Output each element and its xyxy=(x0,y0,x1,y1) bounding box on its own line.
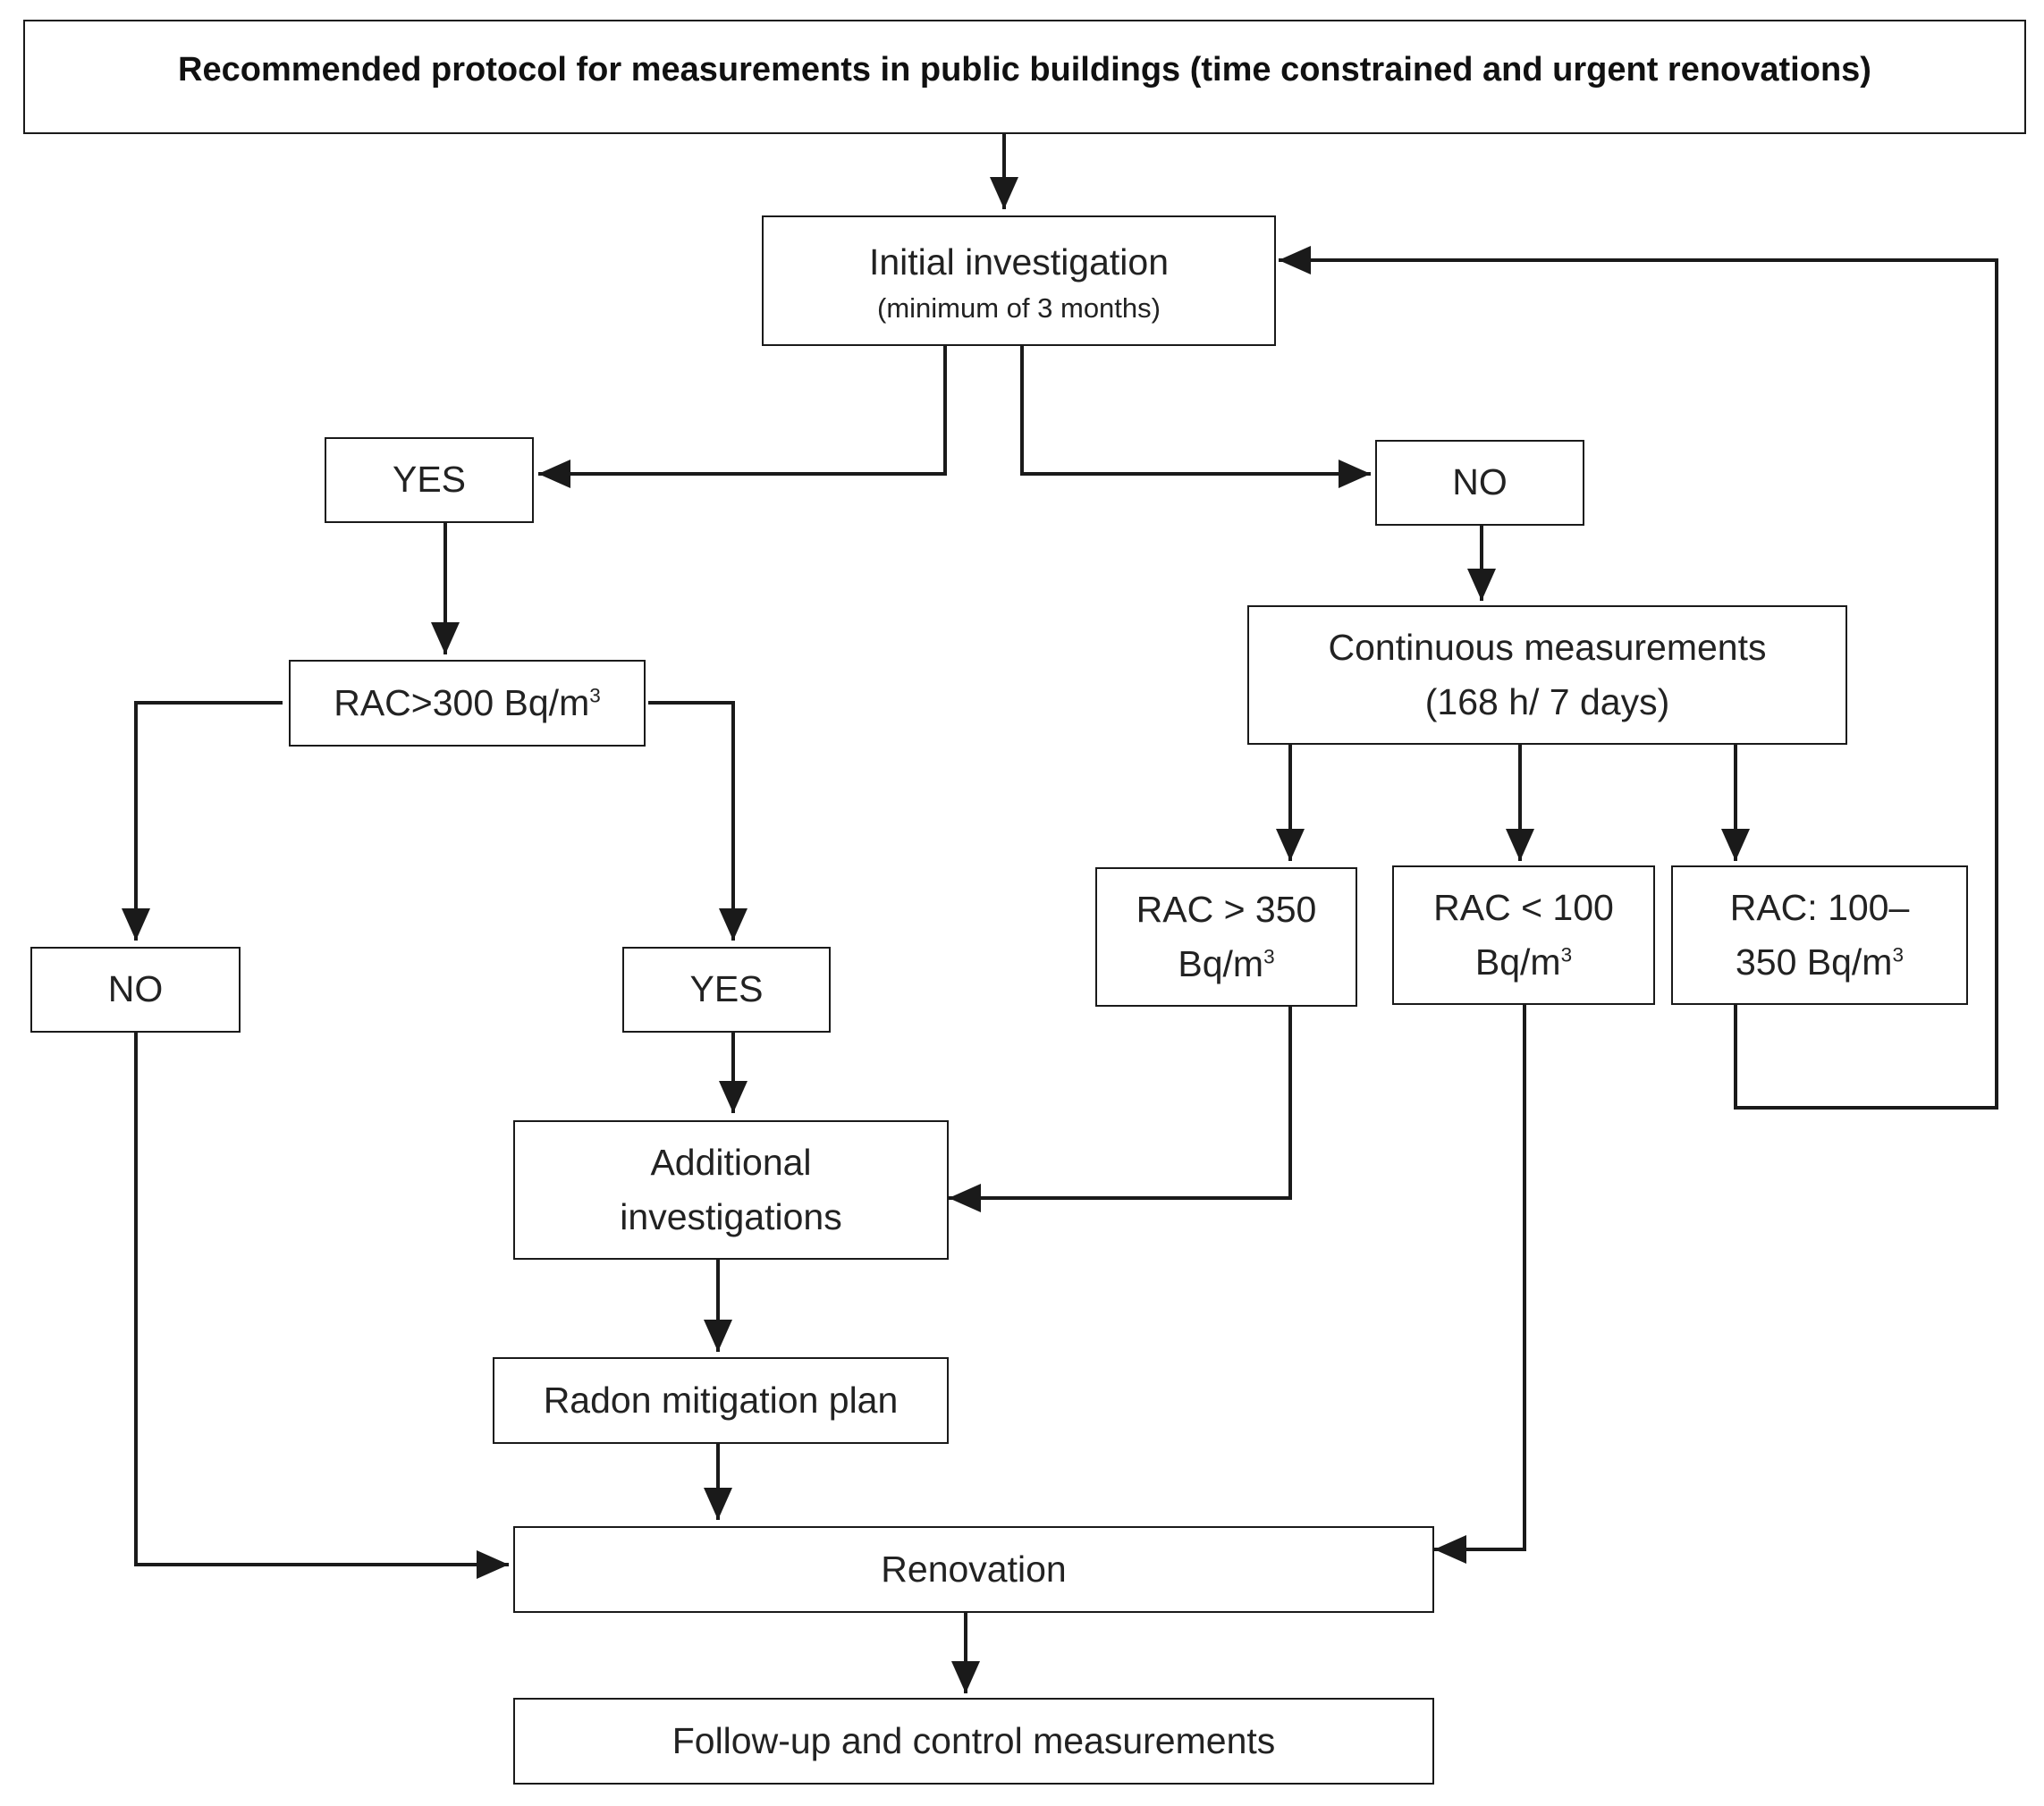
no-left-box: NO xyxy=(30,947,241,1033)
radon-mitigation-plan-box: Radon mitigation plan xyxy=(493,1357,949,1444)
arrow-rac350-to-additional xyxy=(949,1002,1292,1212)
rac-100-350-box: RAC: 100– 350 Bq/m3 xyxy=(1671,865,1968,1005)
rac-under-100-box: RAC < 100 Bq/m3 xyxy=(1392,865,1655,1005)
arrow-rac300-to-yes xyxy=(648,701,747,941)
flowchart-title: Recommended protocol for measurements in… xyxy=(23,20,2026,134)
arrow-no-to-renovation xyxy=(134,1032,509,1579)
rac-over-300-box: RAC>300 Bq/m3 xyxy=(289,660,646,747)
yes-mid-box: YES xyxy=(622,947,831,1033)
additional-investigations-box: Additional investigations xyxy=(513,1120,949,1260)
no-top-box: NO xyxy=(1375,440,1584,526)
initial-investigation-sublabel: (minimum of 3 months) xyxy=(877,291,1161,324)
loop-rac100-350-to-initial xyxy=(1279,246,1998,1110)
arrow-rac300-to-no xyxy=(122,701,283,941)
arrow-initial-to-yes xyxy=(538,342,947,488)
initial-investigation-label: Initial investigation xyxy=(868,241,1170,283)
follow-up-box: Follow-up and control measurements xyxy=(513,1698,1434,1785)
arrow-initial-to-no xyxy=(1020,342,1371,488)
initial-investigation-box: Initial investigation (minimum of 3 mont… xyxy=(762,215,1276,346)
yes-top-box: YES xyxy=(325,437,534,523)
renovation-box: Renovation xyxy=(513,1526,1434,1613)
rac-over-350-box: RAC > 350 Bq/m3 xyxy=(1095,867,1357,1007)
arrow-rac100-to-renovation xyxy=(1434,1002,1526,1564)
continuous-measurements-box: Continuous measurements (168 h/ 7 days) xyxy=(1247,605,1847,745)
